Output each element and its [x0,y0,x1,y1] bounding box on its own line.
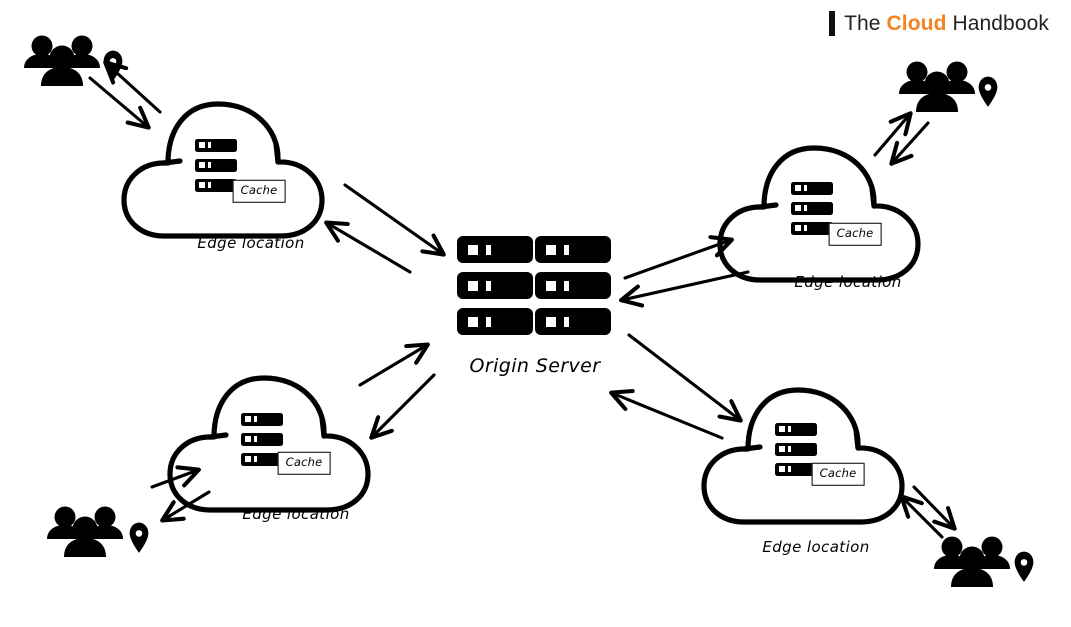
users-bottom-left[interactable] [47,506,149,558]
server-rack-icon [535,272,611,299]
users-group-icon [47,506,123,557]
conn-users-bl-edge-bl [150,470,211,520]
brand-word-handbook: Handbook [952,12,1049,35]
server-stack-icon [195,139,237,192]
arrow-line [892,121,930,163]
map-pin-icon [1014,551,1034,582]
brand-header: The Cloud Handbook [829,11,1049,36]
edge-location-top-left[interactable] [124,104,322,236]
edge-location-top-right[interactable] [720,148,918,280]
arrow-line [912,485,954,528]
conn-edge-tl-origin [327,183,443,274]
conn-edge-tr-origin [622,240,750,300]
arrow-line [106,63,162,114]
conn-users-tl-edge-tl [88,63,162,127]
origin-server[interactable] [457,236,611,335]
users-group-icon [934,536,1010,587]
users-bottom-right[interactable] [934,536,1034,588]
map-pin-icon [978,76,998,107]
conn-edge-bl-origin [358,345,436,437]
server-rack-icon [457,236,533,263]
server-stack-icon [791,182,833,235]
brand-bar-icon [829,11,836,36]
cache-box-bottom-left: Cache [277,451,331,475]
edge-label-bottom-right: Edge location [762,538,870,556]
cache-box-top-left: Cache [232,179,286,203]
cache-box-bottom-right: Cache [811,462,865,486]
brand-title: The Cloud Handbook [844,13,1049,34]
server-rack-icon [457,272,533,299]
users-group-icon [899,61,975,112]
arrow-line [627,333,740,420]
server-rack-icon [535,308,611,335]
conn-users-tr-edge-tr [873,114,930,163]
arrow-line [163,490,211,520]
arrow-line [622,270,750,300]
arrow-line [873,114,910,157]
arrow-line [902,497,944,539]
conn-edge-br-origin [612,333,740,440]
brand-word-the: The [844,12,881,35]
edge-location-bottom-left[interactable] [170,378,368,510]
edge-label-top-left: Edge location [197,234,305,252]
server-rack-icon [535,236,611,263]
users-top-right[interactable] [899,61,998,113]
cache-box-top-right: Cache [828,222,882,246]
arrow-line [150,470,198,489]
arrow-line [372,373,436,437]
arrow-line [343,183,443,254]
origin-server-label: Origin Server [469,355,601,377]
arrow-line [327,223,412,274]
edge-location-bottom-right[interactable] [704,390,902,522]
arrow-line [612,393,724,440]
conn-users-br-edge-br [902,485,954,539]
edge-label-top-right: Edge location [794,273,902,291]
arrow-line [623,240,731,280]
brand-word-cloud: Cloud [886,12,947,35]
arrow-line [358,345,427,387]
users-top-left[interactable] [24,35,123,87]
arrow-line [88,76,148,127]
edge-label-bottom-left: Edge location [242,505,350,523]
map-pin-icon [129,522,149,553]
server-rack-icon [457,308,533,335]
